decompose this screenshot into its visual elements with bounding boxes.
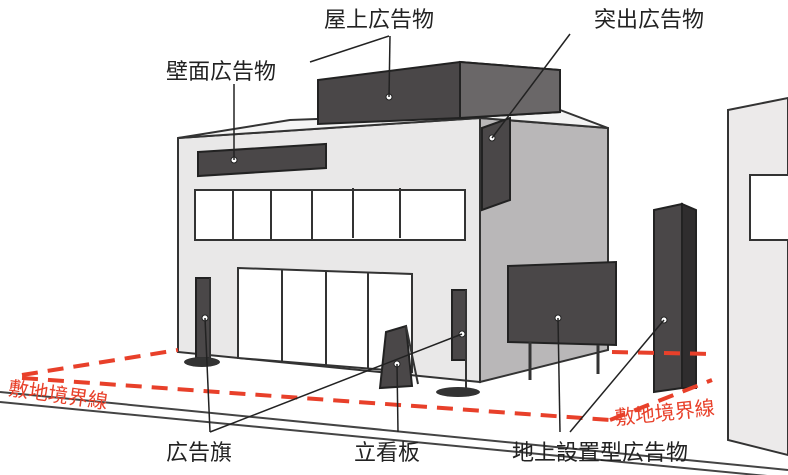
boundary-line <box>21 348 713 422</box>
advertising-flag-label: 広告旗 <box>166 441 233 466</box>
rooftop-sign <box>317 60 561 126</box>
ground <box>0 318 788 475</box>
ground-sign <box>507 260 617 380</box>
protruding-sign-label: 突出広告物 <box>594 8 705 33</box>
ground-sign-label: 地上設置型広告物 <box>512 441 689 466</box>
wall-sign-label: 壁面広告物 <box>166 60 277 85</box>
standing-signboard-label: 立看板 <box>354 441 421 466</box>
standing-signboard <box>378 324 419 390</box>
leader-lines <box>204 33 665 433</box>
flag-right <box>436 289 480 397</box>
protruding-sign <box>481 116 511 212</box>
rooftop-sign-label: 屋上広告物 <box>324 8 435 33</box>
neighbor-building <box>727 96 788 457</box>
ground-sign-pillar <box>653 202 697 394</box>
